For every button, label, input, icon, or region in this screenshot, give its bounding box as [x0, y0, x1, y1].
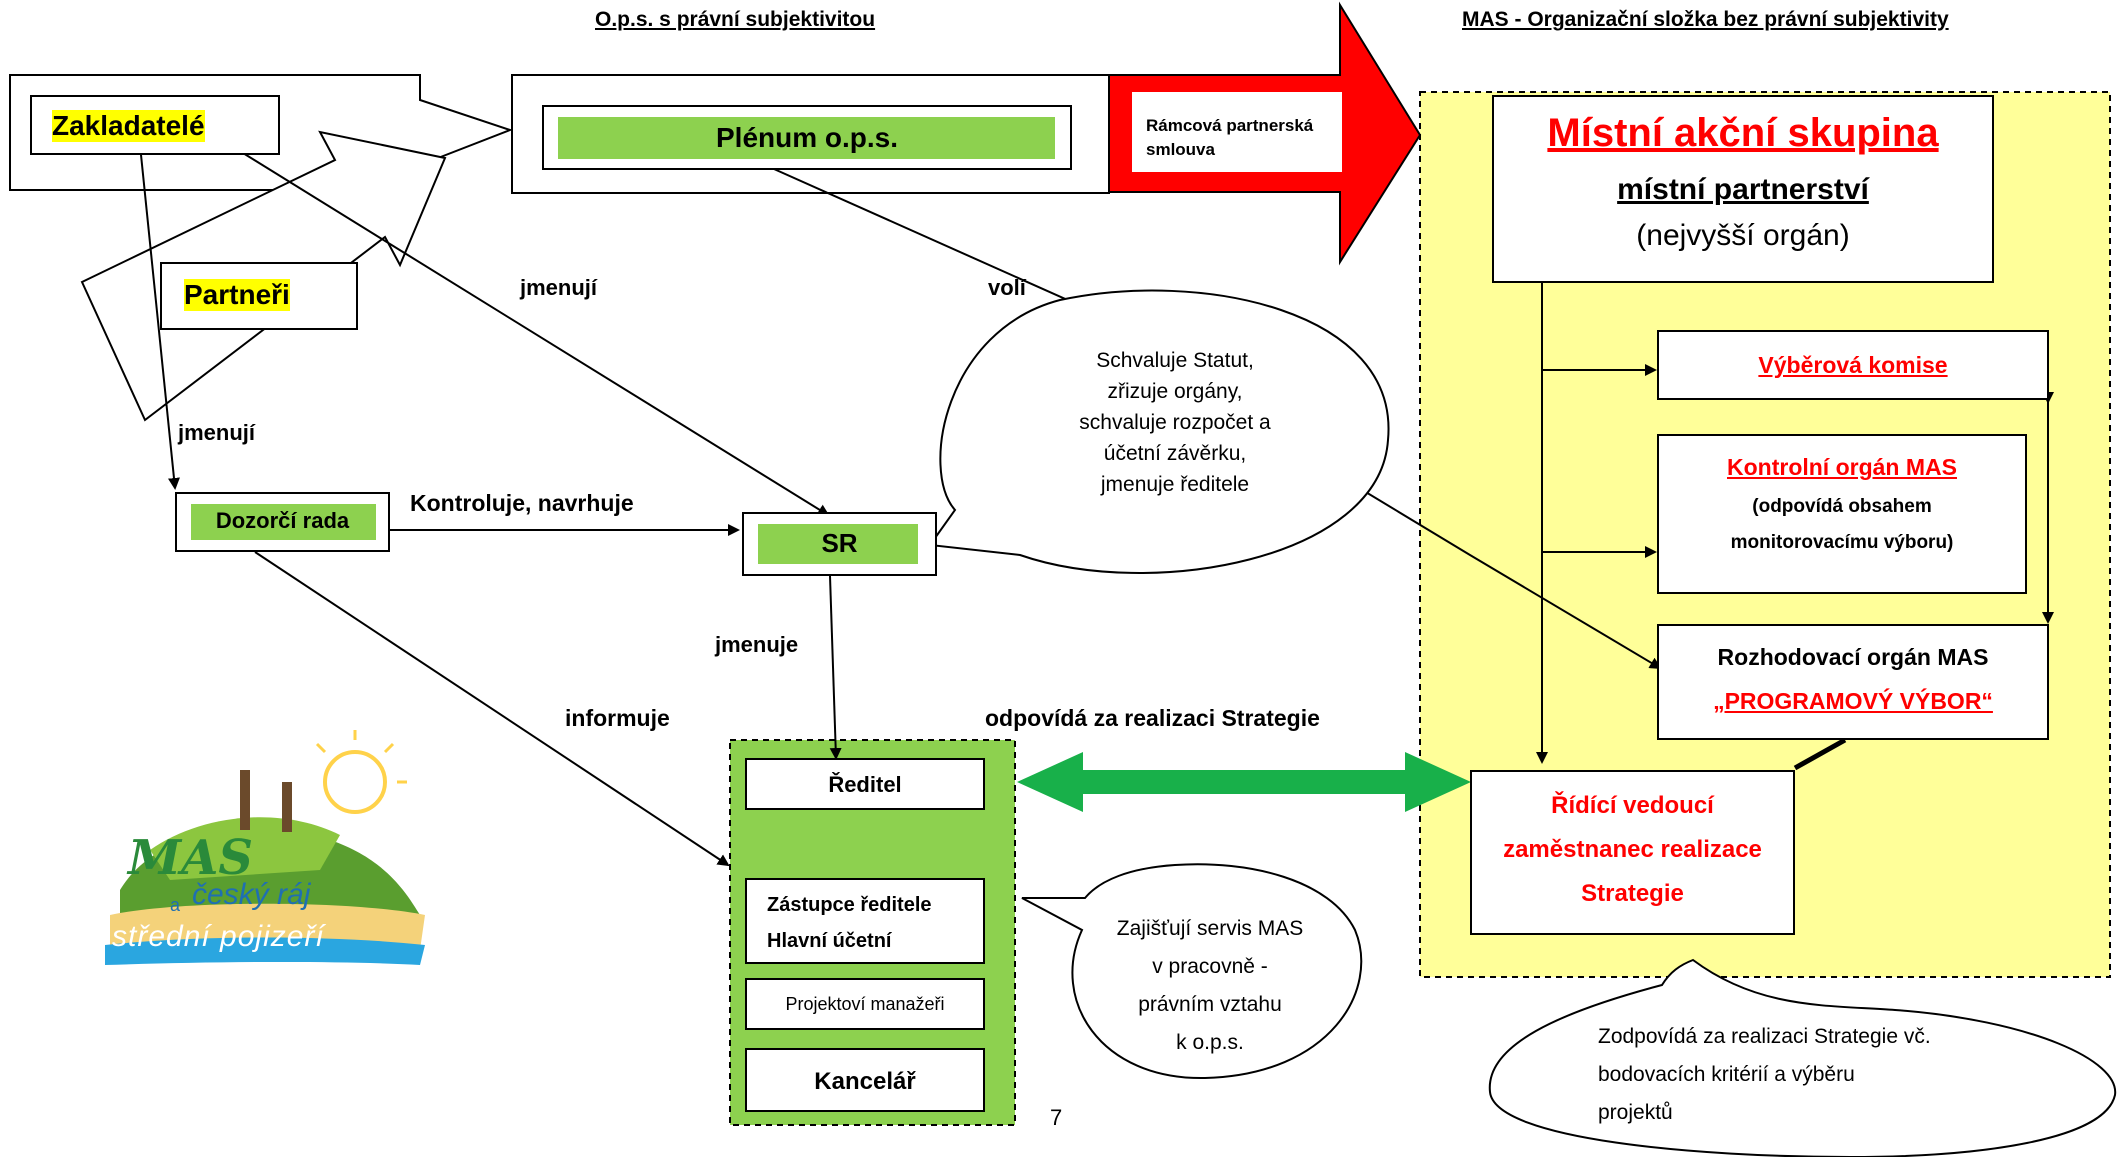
- ridici-box: Řídící vedoucí zaměstnanec realizace Str…: [1470, 770, 1795, 935]
- mas-logo: [105, 730, 425, 965]
- ramcova-label: Rámcová partnerská smlouva: [1146, 116, 1314, 159]
- plenum-box: Plénum o.p.s.: [542, 105, 1072, 170]
- rozhodovaci-box: Rozhodovací orgán MAS „PROGRAMOVÝ VÝBOR“: [1657, 624, 2049, 740]
- logo-mas-text: MAS: [128, 830, 254, 886]
- page-number: 7: [1050, 1105, 1063, 1130]
- ridici-line3: Strategie: [1581, 880, 1684, 907]
- logo-cesky-raj: český ráj: [192, 878, 311, 911]
- ramcova-box: Rámcová partnerská smlouva: [1132, 92, 1342, 172]
- office-callout-bubble: [1021, 863, 1363, 1080]
- mas-subtitle: místní partnerství: [1617, 173, 1869, 206]
- logo-stredni-pojizeri: střední pojizeří: [112, 920, 325, 953]
- kancelar-label: Kancelář: [814, 1068, 916, 1095]
- dozorci-rada-box: Dozorčí rada: [175, 492, 390, 552]
- logo-a: a: [170, 895, 181, 915]
- vyberova-label: Výběrová komise: [1758, 352, 1948, 378]
- rozhodovaci-title: Rozhodovací orgán MAS: [1717, 644, 1989, 670]
- kontrolni-box: Kontrolní orgán MAS (odpovídá obsahem mo…: [1657, 434, 2027, 594]
- zastupce-label: Zástupce ředitele: [767, 894, 932, 916]
- ridici-line2: zaměstnanec realizace: [1503, 836, 1762, 863]
- zakladatele-label: Zakladatelé: [52, 110, 205, 142]
- edge-label-odpovida: odpovídá za realizaci Strategie: [985, 705, 1320, 731]
- header-ops: O.p.s. s právní subjektivitou: [595, 8, 876, 31]
- edge-label-voli: volí: [988, 275, 1026, 300]
- edge-label-jmenuji-1: jmenují: [520, 275, 598, 300]
- plenum-label: Plénum o.p.s.: [715, 122, 899, 153]
- sr-label: SR: [821, 528, 858, 558]
- edge-label-jmenuje: jmenuje: [715, 632, 799, 657]
- ridici-line1: Řídící vedoucí: [1551, 792, 1714, 819]
- kontrolni-line1: (odpovídá obsahem: [1752, 496, 1932, 517]
- mas-title: Místní akční skupina: [1547, 111, 1939, 155]
- header-mas: MAS - Organizační složka bez právní subj…: [1462, 8, 1949, 31]
- projektovi-box: Projektoví manažeři: [745, 978, 985, 1030]
- sr-box: SR: [742, 512, 937, 576]
- projektovi-label: Projektoví manažeři: [785, 994, 945, 1014]
- zakladatele-box: Zakladatelé: [30, 95, 280, 155]
- edge-label-kontroluje: Kontroluje, navrhuje: [410, 490, 634, 516]
- reditel-label: Ředitel: [828, 772, 902, 797]
- sr-callout-bubble: [928, 289, 1390, 574]
- office-callout-text: Zajišťují servis MAS v pracovně - právní…: [1116, 917, 1304, 1054]
- kontrolni-line2: monitorovacímu výboru): [1730, 532, 1954, 553]
- odpovida-green-arrow: [1017, 752, 1471, 812]
- zastupce-box: Zástupce ředitele Hlavní účetní: [745, 878, 985, 964]
- dozorci-rada-label: Dozorčí rada: [215, 508, 350, 533]
- rozhodovaci-sub: „PROGRAMOVÝ VÝBOR“: [1713, 688, 1993, 714]
- reditel-box: Ředitel: [745, 758, 985, 810]
- vyberova-box: Výběrová komise: [1657, 330, 2049, 400]
- edge-label-informuje: informuje: [565, 705, 670, 731]
- mas-callout-bubble: [1488, 958, 2117, 1157]
- mas-callout-text: Zodpovídá za realizaci Strategie vč. bod…: [1598, 1025, 1931, 1124]
- kontrolni-title: Kontrolní orgán MAS: [1727, 454, 1957, 480]
- mas-top-box: Místní akční skupina místní partnerství …: [1492, 95, 1994, 283]
- hlavni-ucetni-label: Hlavní účetní: [767, 930, 892, 952]
- sr-callout-text: Schvaluje Statut, zřizuje orgány, schval…: [1079, 349, 1271, 496]
- partneri-box: Partneři: [160, 262, 358, 330]
- partneri-label: Partneři: [184, 279, 290, 311]
- kancelar-box: Kancelář: [745, 1048, 985, 1112]
- mas-note: (nejvyšší orgán): [1636, 219, 1850, 252]
- edge-label-jmenuji-2: jmenují: [178, 420, 256, 445]
